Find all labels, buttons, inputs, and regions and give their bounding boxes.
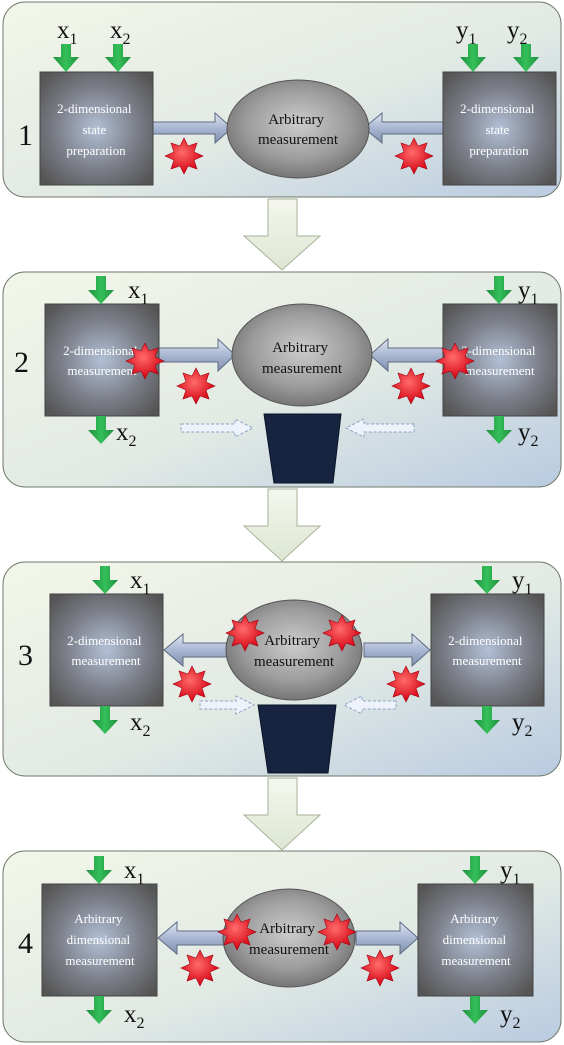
left-measurement-box [49, 593, 164, 707]
output-label-x2: x2 [130, 709, 151, 740]
detector-icon [257, 704, 337, 774]
input-label-x1: x1 [57, 17, 78, 48]
red-star-icon [180, 913, 400, 987]
left-state-preparation-box [39, 71, 154, 186]
left-box-label: Arbitrary dimensional measurement [65, 911, 135, 968]
stage-3-panel: 3 2-dimensional measurement 2-dimensiona… [2, 561, 562, 777]
oval-label: Arbitrary measurement [262, 340, 343, 377]
arbitrary-measurement-oval [226, 79, 370, 179]
green-down-arrow-icon [53, 44, 539, 72]
stage-number: 4 [18, 927, 33, 960]
beam-arrow-right [355, 920, 419, 956]
beam-arrow-left [369, 337, 445, 373]
stage-number: 2 [14, 346, 29, 379]
stage-number: 3 [18, 639, 33, 672]
stage-transition-arrow-3 [242, 777, 322, 851]
oval-label: Arbitrary measurement [254, 633, 335, 670]
dashed-arrow-right [180, 418, 255, 438]
output-label-y2: y2 [518, 419, 539, 450]
right-box-label: 2-dimensional measurement [461, 343, 539, 378]
stage-1-panel: 1 2-dimensional state preparation 2-dime… [2, 1, 562, 198]
stage-4-panel: 4 Arbitrary dimensional measurement Arbi… [2, 850, 562, 1043]
input-label-y1: y1 [456, 17, 477, 48]
red-star-icon [164, 137, 434, 175]
input-label-y1: y1 [512, 567, 533, 598]
green-down-arrow-icon [92, 566, 500, 734]
oval-label: Arbitrary measurement [249, 921, 330, 958]
output-label-y2: y2 [500, 1001, 521, 1032]
left-box-label: 2-dimensional measurement [63, 343, 141, 378]
output-label-x2: x2 [116, 419, 137, 450]
green-down-arrow-icon [88, 276, 512, 444]
left-box-label: 2-dimensional measurement [67, 633, 145, 668]
arbitrary-measurement-oval [231, 303, 373, 407]
right-box-label: 2-dimensional state preparation [460, 101, 538, 158]
left-box-label: 2-dimensional state preparation [57, 101, 135, 158]
input-label-y2: y2 [507, 17, 528, 48]
beam-arrow-right [363, 632, 431, 668]
left-arbitrary-dimensional-box [41, 883, 158, 997]
input-label-x1: x1 [124, 857, 145, 888]
output-label-x2: x2 [124, 1001, 145, 1032]
dashed-arrow-left [342, 695, 397, 715]
detector-icon [263, 413, 342, 484]
stage-transition-arrow-1 [242, 198, 322, 271]
arbitrary-measurement-oval [222, 888, 356, 988]
beam-arrow-left [157, 920, 227, 956]
right-state-preparation-box [442, 71, 557, 186]
stage-number: 1 [18, 119, 33, 152]
right-arbitrary-dimensional-box [417, 883, 534, 997]
arbitrary-measurement-oval [225, 599, 363, 701]
right-box-label: 2-dimensional measurement [448, 633, 526, 668]
right-measurement-box [430, 593, 545, 707]
beam-arrow-left [163, 632, 233, 668]
beam-arrow-left [363, 111, 445, 145]
input-label-y1: y1 [518, 277, 539, 308]
oval-label: Arbitrary measurement [258, 112, 339, 148]
red-star-icon [172, 614, 426, 703]
input-label-x2: x2 [110, 17, 131, 48]
beam-arrow-right [157, 337, 236, 373]
beam-arrow-right [151, 111, 233, 145]
stage-transition-arrow-2 [242, 488, 322, 562]
input-label-x1: x1 [128, 277, 149, 308]
output-label-y2: y2 [512, 709, 533, 740]
red-star-icon [125, 342, 475, 405]
right-box-label: Arbitrary dimensional measurement [441, 911, 511, 968]
input-label-x1: x1 [130, 567, 151, 598]
stage-2-panel: 2 2-dimensional measurement 2-dimensiona… [2, 271, 562, 488]
dashed-arrow-right [199, 695, 256, 715]
dashed-arrow-left [344, 418, 415, 438]
green-down-arrow-icon [86, 856, 488, 1024]
input-label-y1: y1 [500, 857, 521, 888]
